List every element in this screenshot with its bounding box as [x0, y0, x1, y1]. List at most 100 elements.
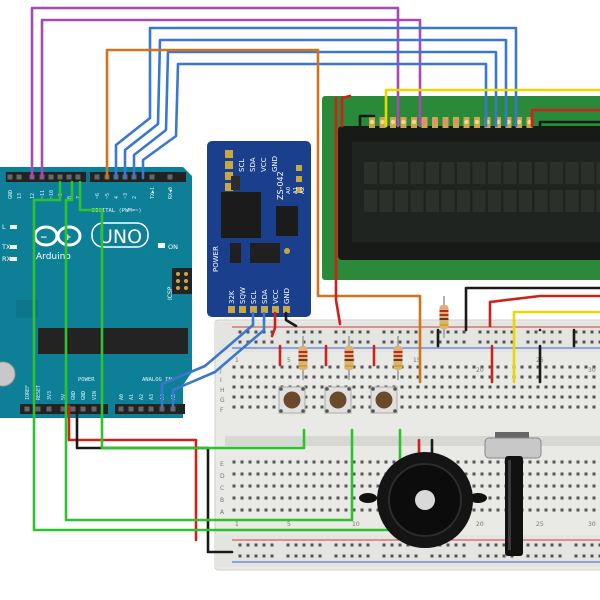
breadboard-hole	[544, 385, 548, 389]
breadboard-hole	[504, 395, 508, 399]
button-pin	[279, 387, 283, 391]
breadboard-hole	[496, 496, 500, 500]
breadboard-hole	[480, 460, 484, 464]
breadboard-hole	[536, 496, 540, 500]
breadboard-hole	[472, 385, 476, 389]
rtc-pin	[225, 150, 233, 158]
header-hole	[16, 174, 22, 180]
rail-hole	[342, 554, 346, 558]
wire-red	[488, 294, 600, 328]
breadboard-hole	[280, 460, 284, 464]
wire-blue	[160, 311, 255, 408]
breadboard-hole	[232, 484, 236, 488]
pin-label: A3	[149, 394, 155, 400]
breadboard-hole	[432, 385, 436, 389]
button-pin	[325, 409, 329, 413]
breadboard-hole	[424, 375, 428, 379]
rail-hole	[262, 543, 266, 547]
rail-hole	[542, 330, 546, 334]
breadboard-hole	[312, 496, 316, 500]
resistor-band	[393, 359, 403, 361]
breadboard-hole	[352, 395, 356, 399]
pin-label: A0	[119, 394, 125, 400]
rail-hole	[302, 554, 306, 558]
breadboard-hole	[360, 405, 364, 409]
breadboard-hole	[288, 365, 292, 369]
rail-hole	[526, 554, 530, 558]
rtc-pin	[225, 183, 233, 191]
rail-hole	[358, 330, 362, 334]
breadboard-hole	[232, 496, 236, 500]
breadboard-hole	[408, 375, 412, 379]
rtc-pin	[225, 172, 233, 180]
lcd-pin-hole	[506, 119, 511, 125]
breadboard-hole	[352, 385, 356, 389]
rail-hole	[398, 340, 402, 344]
breadboard-hole	[496, 365, 500, 369]
breadboard-hole	[392, 375, 396, 379]
rail-hole	[382, 543, 386, 547]
lcd-cell	[503, 162, 517, 184]
rail-hole	[262, 330, 266, 334]
rail-hole	[286, 543, 290, 547]
pin-label: IOREF	[25, 385, 31, 400]
breadboard-hole	[384, 375, 388, 379]
breadboard-hole	[576, 385, 580, 389]
analog-label: ANALOG IN	[142, 377, 172, 383]
rtc-pin-label: GND	[271, 156, 279, 172]
breadboard-hole	[384, 460, 388, 464]
breadboard-hole	[360, 484, 364, 488]
rail-hole	[494, 554, 498, 558]
rail-hole	[590, 340, 594, 344]
rail-hole	[366, 543, 370, 547]
breadboard-hole	[488, 472, 492, 476]
rail-hole	[254, 554, 258, 558]
breadboard-hole	[464, 395, 468, 399]
breadboard-hole	[528, 405, 532, 409]
breadboard-hole	[344, 496, 348, 500]
rail-hole	[238, 543, 242, 547]
breadboard-hole	[528, 472, 532, 476]
breadboard-hole	[280, 375, 284, 379]
breadboard-hole	[240, 365, 244, 369]
wire-purple	[40, 18, 422, 180]
breadboard-hole	[424, 395, 428, 399]
rail-hole	[398, 543, 402, 547]
breadboard-hole	[272, 508, 276, 512]
breadboard-hole	[480, 365, 484, 369]
breadboard-hole	[520, 405, 524, 409]
rail-hole	[366, 330, 370, 334]
uno-badge	[91, 222, 149, 248]
lcd-cell	[488, 162, 501, 184]
wire-green	[78, 180, 306, 450]
rail-hole	[358, 543, 362, 547]
breadboard-hole	[272, 395, 276, 399]
breadboard-hole	[448, 365, 452, 369]
breadboard-hole	[536, 472, 540, 476]
lcd-cell	[395, 190, 408, 212]
rail-hole	[598, 554, 600, 558]
rail-hole	[446, 340, 450, 344]
rail-hole	[454, 554, 458, 558]
breadboard-hole	[448, 405, 452, 409]
breadboard-hole	[272, 484, 276, 488]
rail-hole	[502, 340, 506, 344]
breadboard-hole	[248, 375, 252, 379]
lcd-pin-hole	[422, 119, 427, 125]
breadboard-hole	[368, 460, 372, 464]
lcd-cell	[472, 162, 486, 184]
breadboard-hole	[264, 405, 268, 409]
rail-hole	[286, 554, 290, 558]
breadboard-hole	[256, 460, 260, 464]
breadboard-hole	[360, 472, 364, 476]
button-pin	[393, 387, 397, 391]
tx-side-label: TX	[1, 243, 11, 251]
lcd-cell	[550, 162, 563, 184]
breadboard-hole	[584, 496, 588, 500]
header-hole	[57, 174, 63, 180]
breadboard-hole	[448, 385, 452, 389]
breadboard-hole	[560, 508, 564, 512]
pin-label: ~5	[105, 193, 111, 199]
breadboard-hole	[584, 460, 588, 464]
breadboard-hole	[320, 405, 324, 409]
